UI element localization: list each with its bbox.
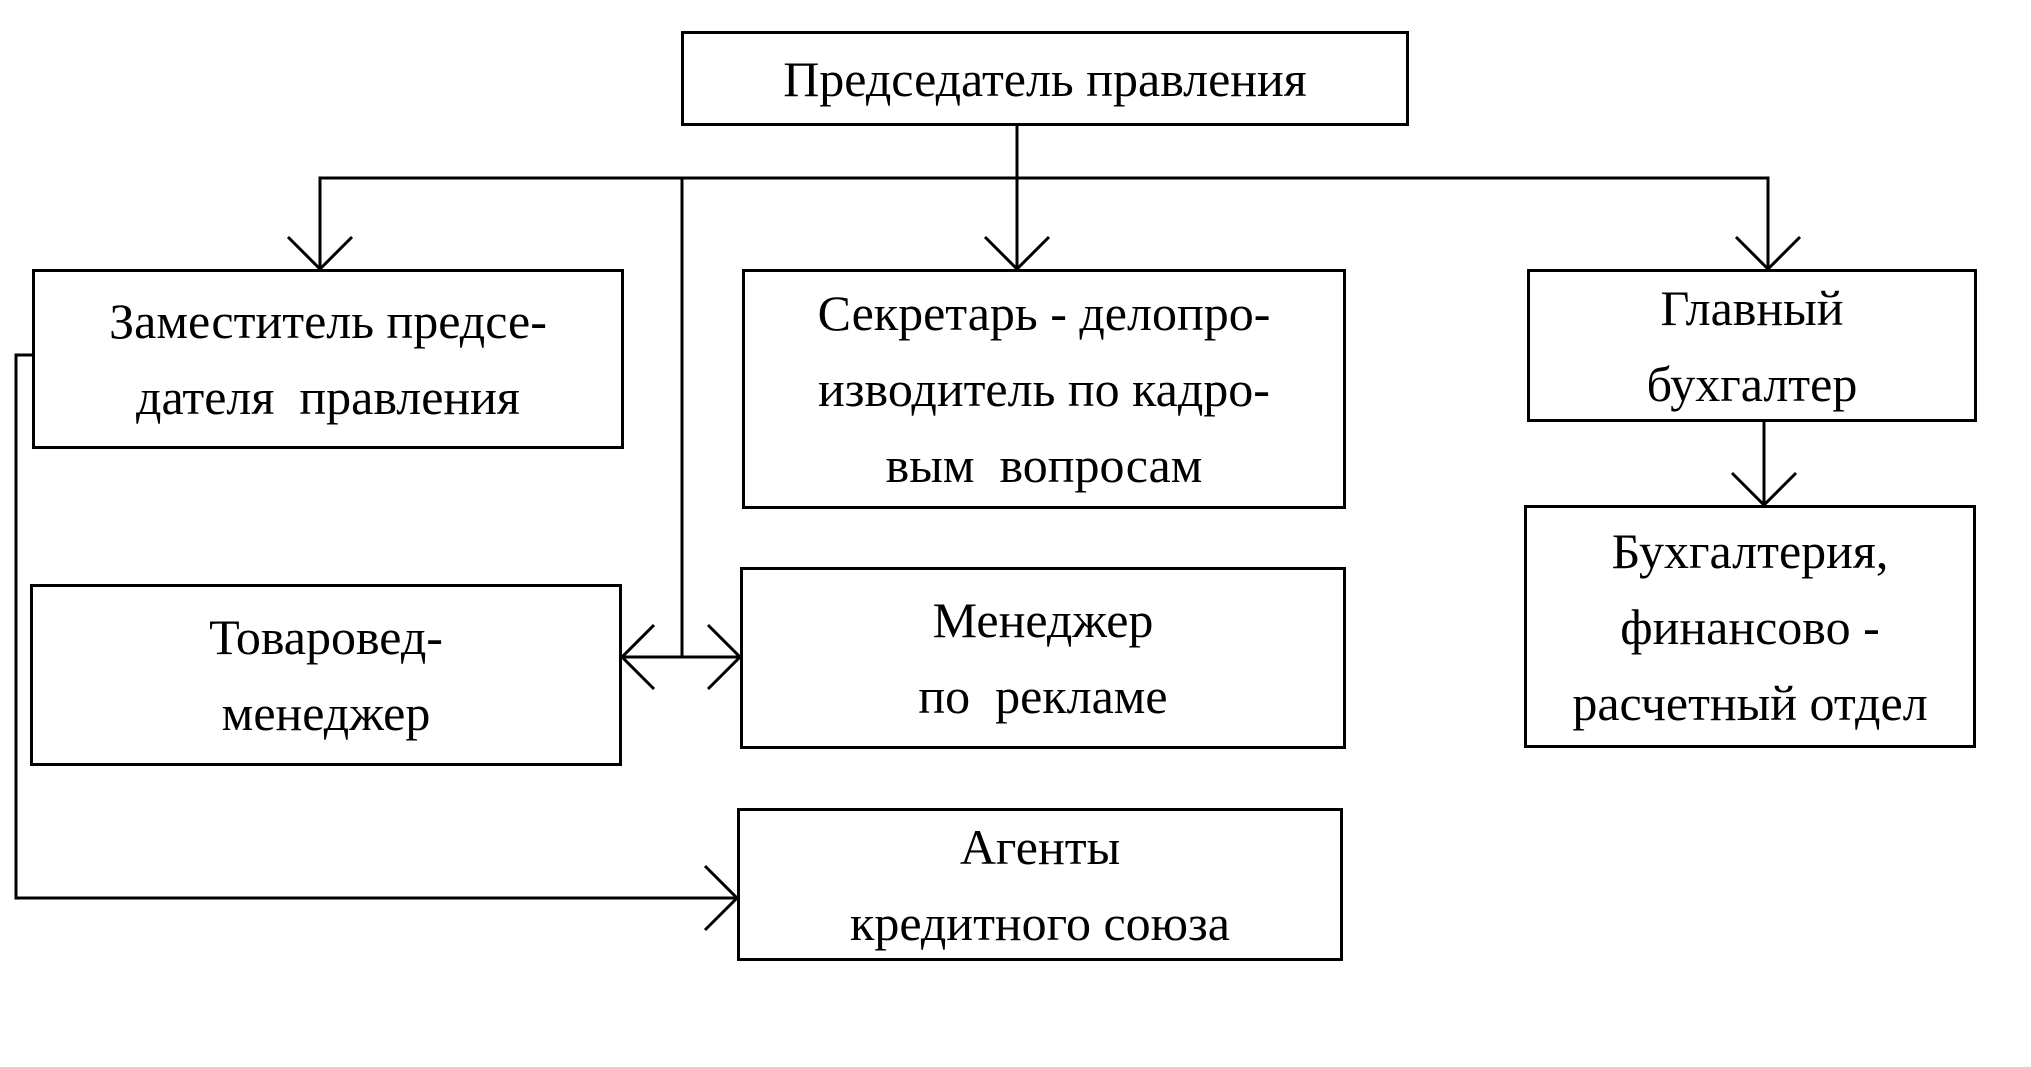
node-chief-accountant: Главный бухгалтер (1527, 269, 1977, 422)
node-deputy-line-1: Заместитель предсе- (109, 293, 547, 349)
node-merchandiser-line-2: менеджер (221, 685, 431, 741)
node-merchandiser-line-1: Товаровед- (209, 609, 443, 665)
node-agents-line-2: кредитного союза (850, 894, 1230, 951)
node-chief-accountant-line-2: бухгалтер (1646, 355, 1858, 412)
node-chief-accountant-line-1: Главный (1660, 279, 1844, 336)
node-secretary-line-2: изводитель по кадро- (818, 361, 1270, 417)
node-ad-manager: Менеджер по рекламе (740, 567, 1346, 749)
edge-chairman-to-merchandiser-arrowhead (619, 623, 656, 691)
node-chairman: Председатель правления (681, 31, 1409, 126)
node-agents: Агенты кредитного союза (737, 808, 1343, 961)
node-secretary-line-1: Секретарь - делопро- (817, 285, 1271, 341)
edge-chairman-to-chief-accountant-line (1017, 176, 1770, 269)
node-deputy-line-2: дателя правления (136, 369, 520, 425)
node-accounting-department: Бухгалтерия, финансово - расчетный отдел (1524, 505, 1976, 748)
edge-deputy-to-agents-line (14, 353, 737, 900)
node-deputy: Заместитель предсе- дателя правления (32, 269, 624, 449)
edge-chairman-to-deputy-line (318, 126, 1019, 269)
node-accounting-department-line-2: финансово - (1620, 598, 1880, 655)
node-agents-line-1: Агенты (959, 818, 1121, 875)
node-secretary: Секретарь - делопро- изводитель по кадро… (742, 269, 1346, 509)
node-accounting-department-line-1: Бухгалтерия, (1611, 522, 1889, 579)
node-ad-manager-line-1: Менеджер (932, 592, 1154, 648)
edge-chairman-to-merchandiser-line (622, 178, 684, 659)
node-accounting-department-line-3: расчетный отдел (1572, 674, 1928, 731)
node-secretary-line-3: вым вопросам (885, 437, 1203, 493)
node-merchandiser: Товаровед- менеджер (30, 584, 622, 766)
node-chairman-line-1: Председатель правления (783, 50, 1307, 107)
node-ad-manager-line-2: по рекламе (918, 668, 1168, 724)
